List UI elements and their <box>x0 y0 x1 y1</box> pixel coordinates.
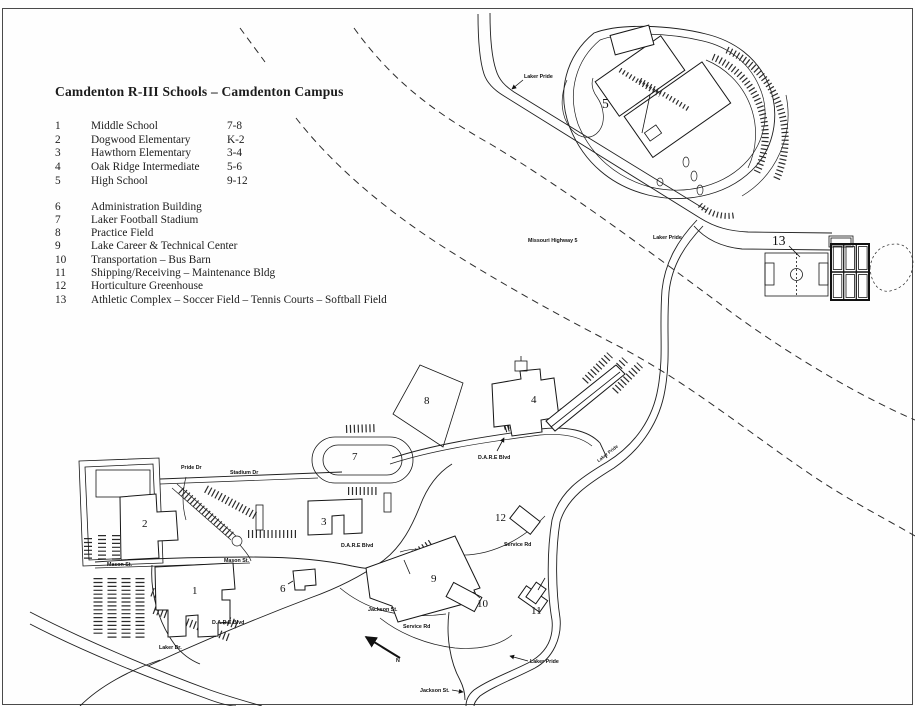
tennis-courts <box>830 243 870 301</box>
road-label-pride-dr: Pride Dr <box>181 465 202 471</box>
building-numbers: 1 2 3 4 5 6 7 8 9 10 11 12 13 <box>142 96 786 617</box>
building-2-number: 2 <box>142 518 148 530</box>
road-label-jackson-st-mid: Jackson St. <box>368 607 398 613</box>
legend-item-name: Shipping/Receiving – Maintenance Bldg <box>91 267 276 279</box>
legend-item-grades: 7-8 <box>227 120 243 132</box>
high-school-building <box>594 24 732 159</box>
legend-item-number: 12 <box>55 280 67 293</box>
legend-item: 1 Middle School 7-8 <box>55 120 555 134</box>
road-label-laker-pride-junction: Laker Pride <box>653 235 682 241</box>
legend-item-name: Dogwood Elementary <box>91 133 191 146</box>
legend-schools-list: 1 Middle School 7-8 2 Dogwood Elementary… <box>55 120 555 189</box>
north-label: N <box>396 658 400 664</box>
legend-item-number: 1 <box>55 120 61 132</box>
legend-item-grades: 5-6 <box>227 161 243 174</box>
legend-item-grades: 9-12 <box>227 174 248 187</box>
building-12-number: 12 <box>495 512 506 524</box>
legend-item: 9 Lake Career & Technical Center <box>55 240 555 253</box>
legend-item-name: Administration Building <box>91 200 202 213</box>
legend-item: 2 Dogwood Elementary K-2 <box>55 134 555 148</box>
road-label-stadium-dr: Stadium Dr <box>230 470 258 476</box>
softball-field-outline <box>869 243 914 292</box>
legend-item-grades: K-2 <box>227 133 245 146</box>
laker-pride-bottom-arrow <box>509 654 529 662</box>
building-8-number: 8 <box>424 395 430 407</box>
legend-item: 12 Horticulture Greenhouse <box>55 280 555 293</box>
building-1-number: 1 <box>192 585 198 597</box>
legend-item: 3 Hawthorn Elementary 3-4 <box>55 147 555 161</box>
legend-item-grades: 3-4 <box>227 147 243 160</box>
building-4-number: 4 <box>531 394 537 406</box>
road-label-dare-blvd-north: D.A.R.E Blvd <box>478 455 510 461</box>
building-9-number: 9 <box>431 573 437 585</box>
building-10-number: 10 <box>477 598 489 610</box>
jackson-st-arrow <box>451 688 464 694</box>
legend-item-name: Transportation – Bus Barn <box>91 253 211 266</box>
legend-facilities-list: 6 Administration Building 7 Laker Footba… <box>55 201 555 307</box>
legend-item-name: Lake Career & Technical Center <box>91 240 238 253</box>
legend-item-number: 5 <box>55 174 61 187</box>
road-label-laker-dr: Laker Dr. <box>159 645 182 651</box>
road-label-jackson-st-bottom: Jackson St. <box>420 688 450 694</box>
legend-item-number: 8 <box>55 227 61 240</box>
athletic-complex <box>764 235 914 301</box>
road-label-laker-pride-bottom: Laker Pride <box>530 659 559 665</box>
north-arrow-icon <box>364 636 401 659</box>
building-3-number: 3 <box>321 516 327 528</box>
legend-item-number: 3 <box>55 147 61 160</box>
scan-border <box>2 8 913 705</box>
legend-item-number: 7 <box>55 213 61 226</box>
legend-item-number: 11 <box>55 267 66 279</box>
dare-blvd-arrow <box>496 437 505 452</box>
road-label-service-rd-south: Service Rd <box>403 624 430 630</box>
legend-item: 11 Shipping/Receiving – Maintenance Bldg <box>55 267 555 280</box>
legend-item: 5 High School 9-12 <box>55 175 555 189</box>
legend-item-name: High School <box>91 174 148 187</box>
legend-item-name: Practice Field <box>91 227 154 240</box>
missouri-highway-5-lines <box>239 27 915 537</box>
legend-item: 4 Oak Ridge Intermediate 5-6 <box>55 161 555 175</box>
road-label-mason-st-east: Mason St. <box>224 558 250 564</box>
road-label-service-rd-north: Service Rd <box>504 542 531 548</box>
legend-item-number: 2 <box>55 133 61 146</box>
legend-item-name: Laker Football Stadium <box>91 213 199 226</box>
legend-item: 8 Practice Field <box>55 227 555 240</box>
laker-pride-top-arrow <box>511 79 524 90</box>
legend-item: 13 Athletic Complex – Soccer Field – Ten… <box>55 294 555 307</box>
page-title: Camdenton R-III Schools – Camdenton Camp… <box>55 84 344 99</box>
legend-item-number: 13 <box>55 293 67 306</box>
road-label-mason-st-west: Mason St. <box>107 562 133 568</box>
legend: Camdenton R-III Schools – Camdenton Camp… <box>55 84 555 307</box>
building-13-number: 13 <box>772 233 786 248</box>
building-11-number: 11 <box>531 605 542 617</box>
legend-item-name: Athletic Complex – Soccer Field – Tennis… <box>91 293 387 306</box>
building-7-number: 7 <box>352 451 358 463</box>
road-label-laker-pride-rotated: Laker Pride <box>596 443 619 463</box>
building-5-number: 5 <box>602 96 609 111</box>
road-label-dare-blvd-mid: D.A.R.E Blvd <box>341 543 373 549</box>
legend-item-number: 6 <box>55 200 61 213</box>
legend-item-name: Middle School <box>91 120 158 132</box>
road-label-missouri-highway-5: Missouri Highway 5 <box>528 238 578 244</box>
legend-item-name: Hawthorn Elementary <box>91 147 192 160</box>
building-6-number: 6 <box>280 583 286 595</box>
legend-item-name: Horticulture Greenhouse <box>91 280 203 293</box>
legend-item-number: 4 <box>55 161 61 174</box>
road-label-dare-blvd-south: D.A.R.E Blvd <box>212 620 244 626</box>
legend-item: 7 Laker Football Stadium <box>55 214 555 227</box>
legend-item-number: 10 <box>55 253 67 266</box>
legend-item: 6 Administration Building <box>55 201 555 214</box>
legend-item-name: Oak Ridge Intermediate <box>91 161 200 174</box>
road-label-laker-pride-top: Laker Pride <box>524 74 553 80</box>
legend-item-number: 9 <box>55 240 61 253</box>
legend-item: 10 Transportation – Bus Barn <box>55 254 555 267</box>
buildings <box>78 24 732 638</box>
